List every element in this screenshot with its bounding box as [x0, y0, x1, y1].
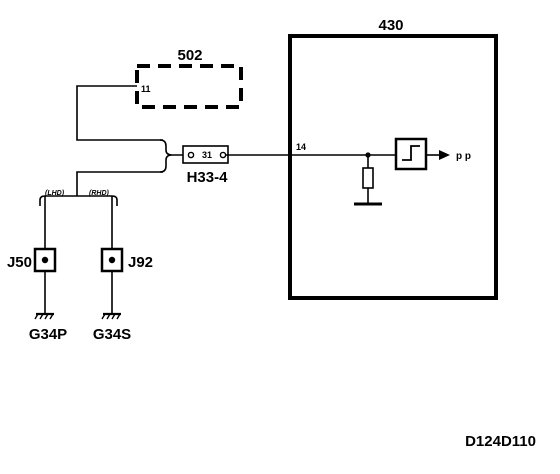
- wire-502-to-splice[interactable]: [76, 85, 163, 141]
- junction-j92-label: J92: [128, 254, 153, 271]
- branch-bar: [39, 195, 118, 206]
- control-unit-430[interactable]: 430 14: [288, 17, 498, 300]
- unit-430-label: 430: [378, 17, 403, 34]
- pull-down-resistor: [362, 167, 374, 189]
- ground-g34s-hatch-icon: [101, 313, 121, 320]
- branch-right-label: (RHD): [89, 190, 109, 197]
- junction-j92[interactable]: J92: [100, 247, 153, 273]
- branch-left-label: (LHD): [45, 190, 65, 197]
- module-502-label: 502: [177, 47, 202, 64]
- ground-g34s-label: G34S: [93, 326, 131, 343]
- connector-h33-4-label: H33-4: [187, 169, 229, 186]
- wire-splice-to-branch[interactable]: [76, 171, 163, 196]
- ground-g34p[interactable]: G34P: [29, 271, 67, 343]
- connector-h33-4-pin-left: [187, 151, 195, 159]
- ground-g34s[interactable]: G34S: [93, 271, 131, 343]
- ground-g34p-hatch-icon: [34, 313, 54, 320]
- schmitt-trigger-icon: [402, 145, 420, 161]
- unit-430-pin-label: 14: [296, 142, 306, 152]
- ground-g34p-label: G34P: [29, 326, 67, 343]
- splice-bracket: [159, 139, 173, 173]
- connector-h33-4-pin-label: 31: [202, 150, 212, 160]
- figure-id: D124D110: [465, 433, 536, 450]
- output-arrow-icon: [439, 150, 450, 160]
- junction-j50-label: J50: [7, 254, 32, 271]
- junction-j92-dot: [108, 256, 116, 264]
- connector-h33-4-pin-right: [219, 151, 227, 159]
- output-signal-label: p p: [456, 151, 471, 162]
- junction-j50-dot: [41, 256, 49, 264]
- junction-j50[interactable]: J50: [7, 247, 57, 273]
- branch-split: (LHD) (RHD): [39, 190, 118, 248]
- module-502-box: [135, 64, 243, 109]
- module-502-pin-label: 11: [141, 84, 151, 94]
- connector-h33-4[interactable]: 31 H33-4: [172, 145, 229, 186]
- schmitt-trigger-block[interactable]: p p: [394, 137, 471, 171]
- unit-430-box: [288, 34, 498, 300]
- module-502[interactable]: 502 11: [135, 47, 243, 109]
